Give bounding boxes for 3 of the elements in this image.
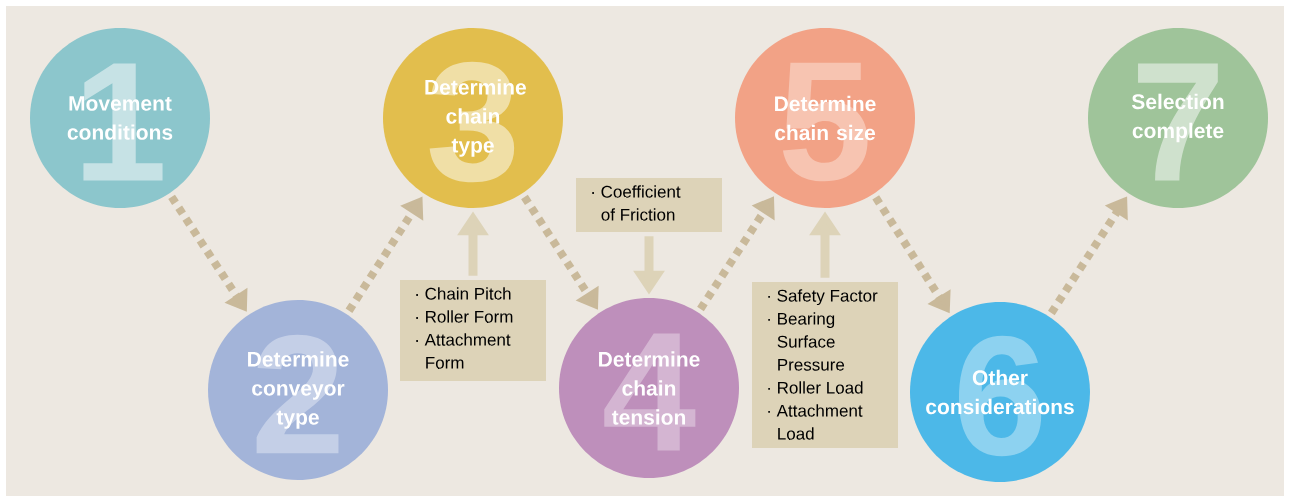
note-box: · Coefficient of Friction bbox=[576, 178, 722, 232]
note-box: · Safety Factor · Bearing Surface Pressure · Roller Load · Attachment Load bbox=[752, 282, 898, 448]
note-box: · Chain Pitch · Roller Form · Attachment Form bbox=[400, 280, 546, 381]
